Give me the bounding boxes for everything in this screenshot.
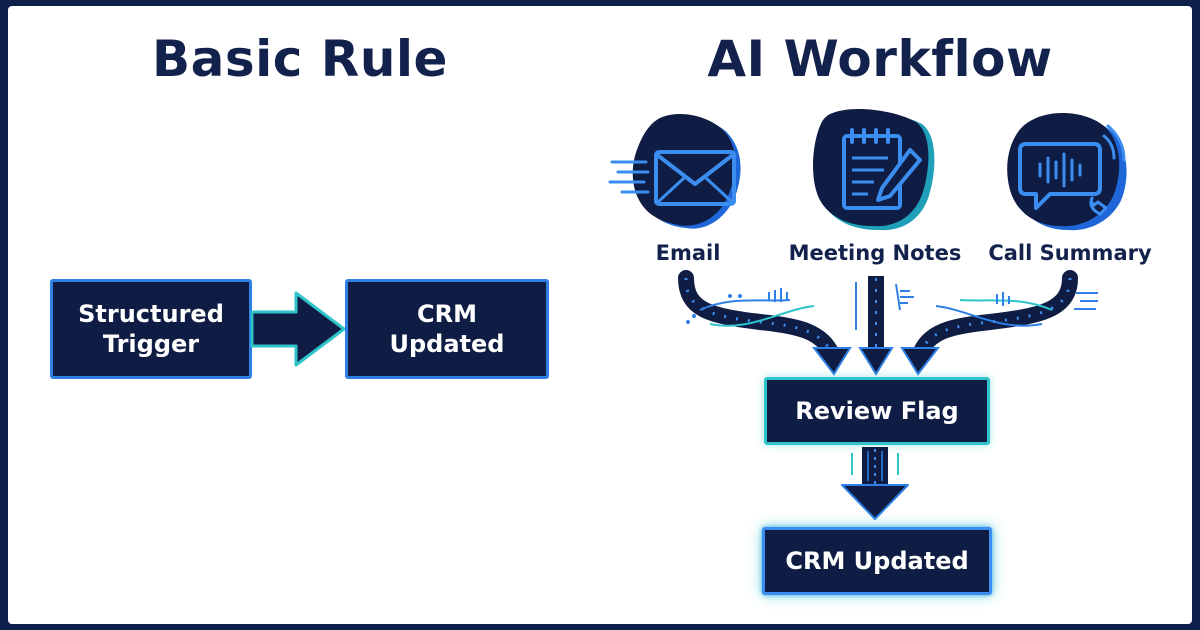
data-particles bbox=[686, 288, 1098, 324]
chat-phone-icon bbox=[1018, 124, 1126, 216]
source-label-call-summary: Call Summary bbox=[988, 241, 1152, 265]
source-label-email: Email bbox=[655, 241, 721, 265]
crm-updated-ai-label: CRM Updated bbox=[785, 547, 969, 575]
review-flag-box: Review Flag bbox=[764, 377, 990, 445]
call-summary-icon-badge bbox=[1000, 110, 1140, 240]
basic-rule-arrow bbox=[250, 291, 346, 367]
crm-updated-basic-line1: CRM bbox=[417, 300, 477, 328]
converging-arrows bbox=[678, 270, 1098, 376]
envelope-icon bbox=[654, 150, 736, 206]
structured-trigger-box: Structured Trigger bbox=[50, 279, 252, 379]
meeting-notes-flow-arrow bbox=[855, 276, 901, 376]
source-label-meeting-notes: Meeting Notes bbox=[788, 241, 962, 265]
call-summary-flow-arrow bbox=[900, 270, 1078, 376]
review-flag-label: Review Flag bbox=[795, 397, 959, 425]
crm-updated-basic-box: CRM Updated bbox=[345, 279, 549, 379]
notepad-pencil-icon bbox=[842, 128, 922, 210]
structured-trigger-line2: Trigger bbox=[102, 330, 200, 358]
structured-trigger-line1: Structured bbox=[78, 300, 224, 328]
basic-rule-title: Basic Rule bbox=[152, 30, 448, 88]
crm-updated-ai-box: CRM Updated bbox=[762, 527, 992, 595]
meeting-notes-icon-badge bbox=[810, 108, 940, 240]
review-to-crm-arrow bbox=[841, 447, 909, 520]
crm-updated-basic-line2: Updated bbox=[389, 330, 505, 358]
speed-lines-icon bbox=[608, 160, 650, 194]
ai-workflow-title: AI Workflow bbox=[707, 30, 1053, 88]
email-icon-badge bbox=[608, 110, 748, 240]
